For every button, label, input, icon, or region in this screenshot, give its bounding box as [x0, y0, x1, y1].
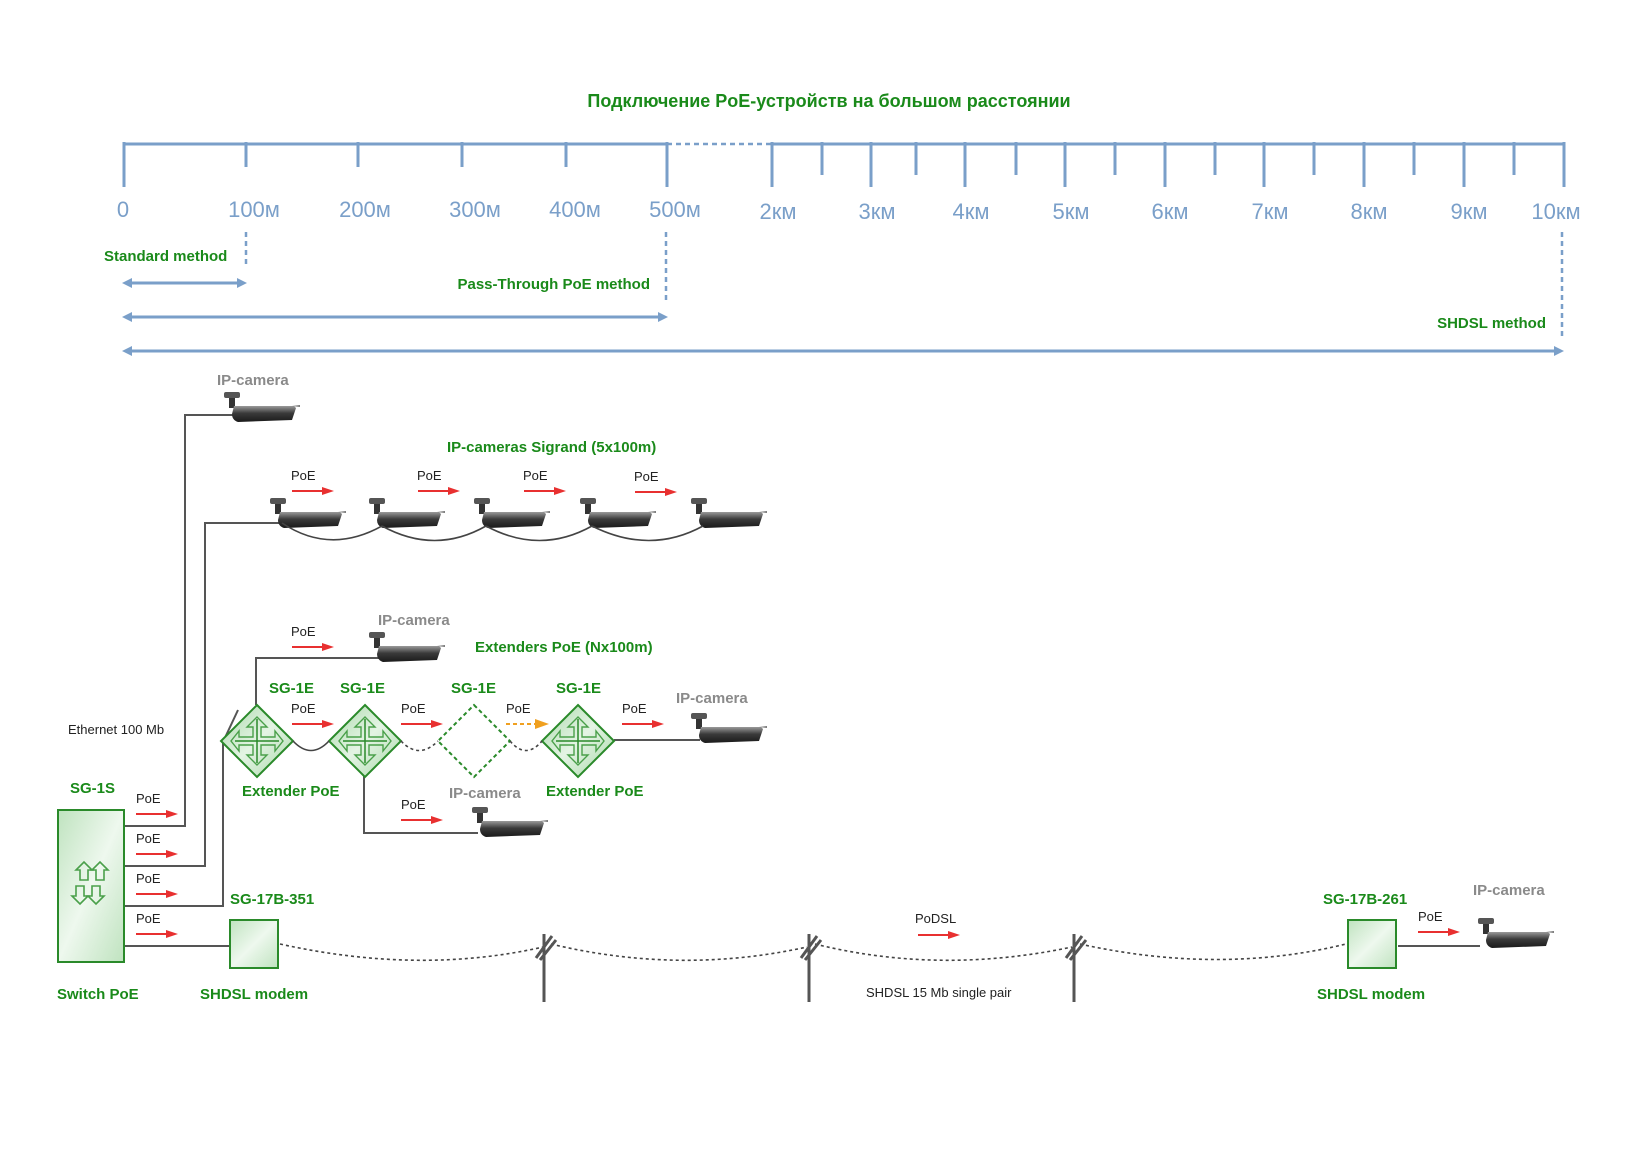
ip-camera-icon	[1478, 918, 1554, 948]
poe-arrow	[523, 486, 567, 496]
tick-label: 7км	[1252, 199, 1289, 224]
ip-camera-label: IP-camera	[217, 372, 289, 389]
poe-arrow-dashed	[506, 719, 549, 729]
sigrand-chain-title: IP-cameras Sigrand (5x100m)	[447, 439, 656, 456]
shdsl-modem-label: SHDSL modem	[200, 986, 308, 1003]
poe-arrow	[400, 815, 444, 825]
poe-label: PoE	[401, 797, 426, 812]
method-ranges: Standard method Pass-Through PoE method …	[104, 232, 1564, 356]
tick-label: 6км	[1152, 199, 1189, 224]
distance-ruler: 0 100м 200м 300м 400м 500м 2км 3км 4км 5…	[117, 142, 1581, 224]
sg1e-label: SG-1E	[451, 680, 496, 697]
extender-diamond-icon	[540, 703, 616, 779]
tick-label: 9км	[1451, 199, 1488, 224]
switch-poe-label: Switch PoE	[57, 986, 139, 1003]
tick-label: 8км	[1351, 199, 1388, 224]
poe-label: PoE	[136, 871, 161, 886]
shdsl-line	[279, 934, 1347, 1002]
ip-camera-label: IP-camera	[378, 612, 450, 629]
poe-arrow	[135, 809, 179, 819]
poe-arrow	[1417, 927, 1461, 937]
poe-label: PoE	[291, 701, 316, 716]
tick-label: 200м	[339, 197, 391, 222]
ip-camera-icon	[472, 807, 548, 837]
extender-poe-label: Extender PoE	[546, 783, 644, 800]
sg17b-351-label: SG-17B-351	[230, 891, 314, 908]
poe-arrow	[417, 486, 461, 496]
poe-label: PoE	[291, 624, 316, 639]
shdsl-modem-icon	[1347, 919, 1397, 969]
sg17b-261-label: SG-17B-261	[1323, 891, 1407, 908]
tick-label: 2км	[760, 199, 797, 224]
sg1e-label: SG-1E	[340, 680, 385, 697]
tick-label: 4км	[953, 199, 990, 224]
page-title: Подключение PoE-устройств на большом рас…	[587, 91, 1070, 111]
pole-icon	[799, 934, 823, 1002]
extender-diamond-icon	[219, 703, 295, 779]
poe-label: PoE	[523, 468, 548, 483]
ip-camera-icon	[224, 392, 300, 422]
ip-camera-icon	[691, 713, 767, 743]
ip-camera-icon	[369, 498, 445, 528]
switch-poe-device	[57, 809, 125, 963]
ethernet-label: Ethernet 100 Mb	[68, 722, 164, 737]
ip-camera-icon	[691, 498, 767, 528]
poe-label: PoE	[136, 791, 161, 806]
ip-camera-label: IP-camera	[1473, 882, 1545, 899]
poe-arrow	[621, 719, 665, 729]
ip-camera-label: IP-camera	[676, 690, 748, 707]
podsl-label: PoDSL	[915, 911, 956, 926]
sg1s-label: SG-1S	[70, 780, 115, 797]
poe-label: PoE	[291, 468, 316, 483]
sg1e-label: SG-1E	[269, 680, 314, 697]
extender-poe-label: Extender PoE	[242, 783, 340, 800]
switch-arrows-icon	[70, 860, 110, 906]
ip-camera-label: IP-camera	[449, 785, 521, 802]
poe-arrow	[291, 719, 335, 729]
tick-label: 5км	[1053, 199, 1090, 224]
pole-icon	[534, 934, 558, 1002]
poe-arrow	[291, 486, 335, 496]
switch-wires	[124, 414, 1480, 947]
tick-label: 0	[117, 197, 129, 222]
tick-label: 300м	[449, 197, 501, 222]
tick-label: 400м	[549, 197, 601, 222]
poe-label: PoE	[506, 701, 531, 716]
extender-diamond-placeholder-icon	[436, 703, 512, 779]
poe-arrow	[135, 889, 179, 899]
sg1e-label: SG-1E	[556, 680, 601, 697]
ip-camera-icon	[474, 498, 550, 528]
ip-camera-icon	[580, 498, 656, 528]
poe-arrow	[634, 487, 678, 497]
shdsl-modem-label: SHDSL modem	[1317, 986, 1425, 1003]
poe-arrow	[135, 849, 179, 859]
poe-label: PoE	[634, 469, 659, 484]
ip-camera-icon	[270, 498, 346, 528]
extenders-title: Extenders PoE (Nx100m)	[475, 639, 653, 656]
shdsl-modem-icon	[229, 919, 279, 969]
standard-method-label: Standard method	[104, 248, 227, 265]
poe-label: PoE	[136, 911, 161, 926]
poe-label: PoE	[622, 701, 647, 716]
extender-diamond-icon	[327, 703, 403, 779]
pole-icon	[1064, 934, 1088, 1002]
sigrand-camera-chain: PoE PoE PoE PoE	[270, 468, 767, 542]
poe-label: PoE	[401, 701, 426, 716]
shdsl-method-label: SHDSL method	[1437, 315, 1546, 332]
poe-label: PoE	[136, 831, 161, 846]
poe-arrow	[400, 719, 444, 729]
poe-label: PoE	[417, 468, 442, 483]
shdsl-line-label: SHDSL 15 Mb single pair	[866, 985, 1012, 1000]
tick-label: 3км	[859, 199, 896, 224]
tick-label: 500м	[649, 197, 701, 222]
tick-label: 100м	[228, 197, 280, 222]
pass-through-method-label: Pass-Through PoE method	[457, 276, 650, 293]
poe-arrow	[291, 642, 335, 652]
tick-label: 10км	[1531, 199, 1580, 224]
poe-label: PoE	[1418, 909, 1443, 924]
ip-camera-icon	[369, 632, 445, 662]
poe-arrow	[135, 929, 179, 939]
podsl-arrow	[917, 930, 961, 940]
